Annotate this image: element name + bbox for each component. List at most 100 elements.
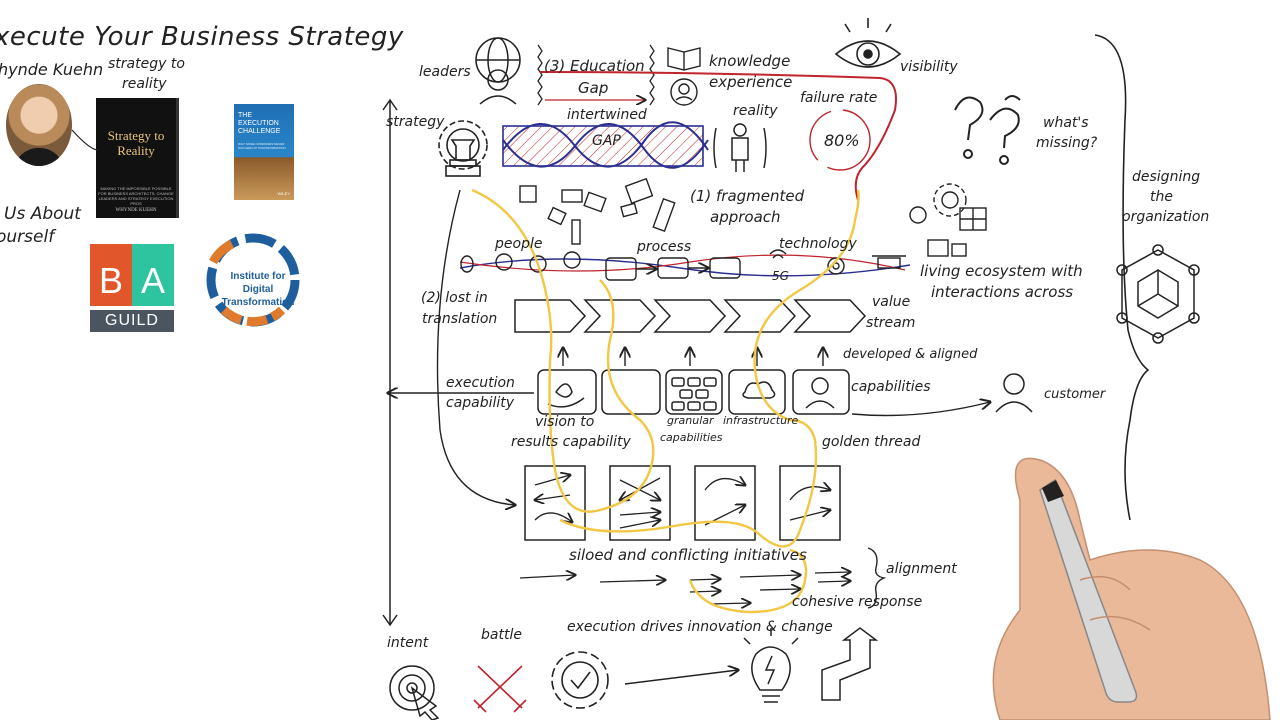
ba-guild-logo: B A GUILD [90,244,174,334]
value-stream-chevrons [514,299,867,333]
strategy-gear-icon [438,120,488,177]
innovation-arrow [624,670,738,685]
education-label: (3) Education [544,57,645,75]
organization-hex-icon [1116,244,1200,344]
axis-arrow-up [382,98,398,111]
vision-to-label: vision to [535,414,595,430]
lost-in-label: (2) lost in [421,290,488,306]
failure-rate-label: failure rate [800,90,878,106]
organization-label: organization [1122,209,1210,225]
book1-title: Strategy to Reality [107,128,165,158]
experience-label: experience [709,73,793,91]
axis-arrow-down [382,614,398,627]
infrastructure-label: infrastructure [723,414,799,427]
failure-rate-value: 80% [824,131,860,150]
designing-label: designing [1132,169,1201,185]
knowledge-label: knowledge [709,52,791,70]
eye-icon [834,18,902,68]
book2-title: THE EXECUTION CHALLENGE [238,112,281,135]
siloed-label: siloed and conflicting initiatives [569,546,807,564]
translation-label: translation [422,311,498,327]
idt-line3: Transformation [221,297,295,308]
granular-label: granular [667,414,714,427]
question-marks-icon [954,95,1021,165]
fragmented-shapes [519,177,676,245]
us-about-label: Us About [4,204,81,224]
failure-rate-circle [809,109,871,171]
alignment-arrows [519,572,850,604]
stream-label: stream [866,315,916,331]
fragmented-label: (1) fragmented [690,187,805,205]
people-label: people [495,236,543,252]
presenter-name: hynde Kuehn [0,60,104,79]
reality-label-top: reality [122,76,167,92]
zigzag-right [649,44,655,106]
whats-label: what's [1043,115,1089,131]
change-arrows-icon [821,627,879,701]
intertwined-label: intertwined [567,107,647,123]
idt-logo-text: Institute for Digital Transformation [218,270,298,309]
book-strategy-to-reality: Strategy to Reality MAKING THE IMPOSSIBL… [96,98,179,218]
head-icon [670,78,698,106]
book-icon [667,47,701,71]
idt-line2: Digital [242,284,274,295]
gear-check-icon [551,651,609,709]
book-execution-challenge: THE EXECUTION CHALLENGE WHY SOME COMPANI… [234,104,294,200]
intent-target-icon [389,665,440,720]
capabilities-label: capabilities [851,379,931,395]
execution-drives-label: execution drives innovation & change [567,619,833,635]
book1-subtitle: MAKING THE IMPOSSIBLE POSSIBLE FOR BUSIN… [98,186,174,206]
idt-line1: Institute for [230,271,286,282]
golden-thread-label: golden thread [822,434,921,450]
missing-label: missing? [1036,135,1098,151]
technology-icons [769,249,906,275]
strategy-curve-arrow [436,189,516,505]
wave-1 [502,121,709,168]
initiative-arrows [535,475,830,529]
yourself-label: ourself [0,227,55,247]
lightbulb-icon [743,628,799,703]
presenter-photo [6,84,72,166]
living-ecosystem-label: living ecosystem with [920,262,1083,280]
golden-thread [471,188,860,614]
granular-capabilities-label: capabilities [660,431,723,444]
the-label: the [1150,189,1173,205]
ba-guild-text: GUILD [90,310,174,332]
gap-top-label: Gap [578,79,609,97]
capability-label: capability [446,395,515,411]
intent-label: intent [387,635,429,651]
ba-guild-a: A [132,244,174,306]
fiveg-label: 5G [772,269,789,283]
initiative-boxes [524,465,841,541]
reality-person-icon [713,123,767,172]
strategy-to-label: strategy to [108,56,185,72]
drawing-hand [992,457,1271,720]
gap-mid-label: GAP [592,133,621,149]
book1-author: WHYNDE KUEHN [115,208,157,213]
visibility-label: visibility [900,59,958,75]
customer-arrow [851,402,990,417]
developed-aligned-label: developed & aligned [843,347,978,362]
customer-label: customer [1044,387,1106,402]
leaders-icon [475,37,521,105]
visibility-line [539,71,897,201]
leaders-label: leaders [419,64,471,80]
video-title: xecute Your Business Strategy [0,22,404,52]
book2-author: WILEY [277,191,290,196]
idt-ring-logo [206,233,300,327]
approach-label: approach [710,208,781,226]
strategy-label: strategy [386,114,445,130]
up-arrows [563,348,823,366]
battle-swords-icon [473,665,527,713]
wave-2 [502,123,709,169]
process-label: process [637,239,692,255]
reality-label: reality [733,103,778,119]
right-brace [1094,34,1150,521]
value-label: value [872,294,911,310]
customer-icon [995,373,1033,413]
capability-boxes [537,369,850,415]
marker-body [1039,478,1138,703]
gap-box [502,125,704,167]
book2-subtitle: WHY SOME COMPANIES NEVER SUCCEED AT TRAN… [238,142,286,150]
